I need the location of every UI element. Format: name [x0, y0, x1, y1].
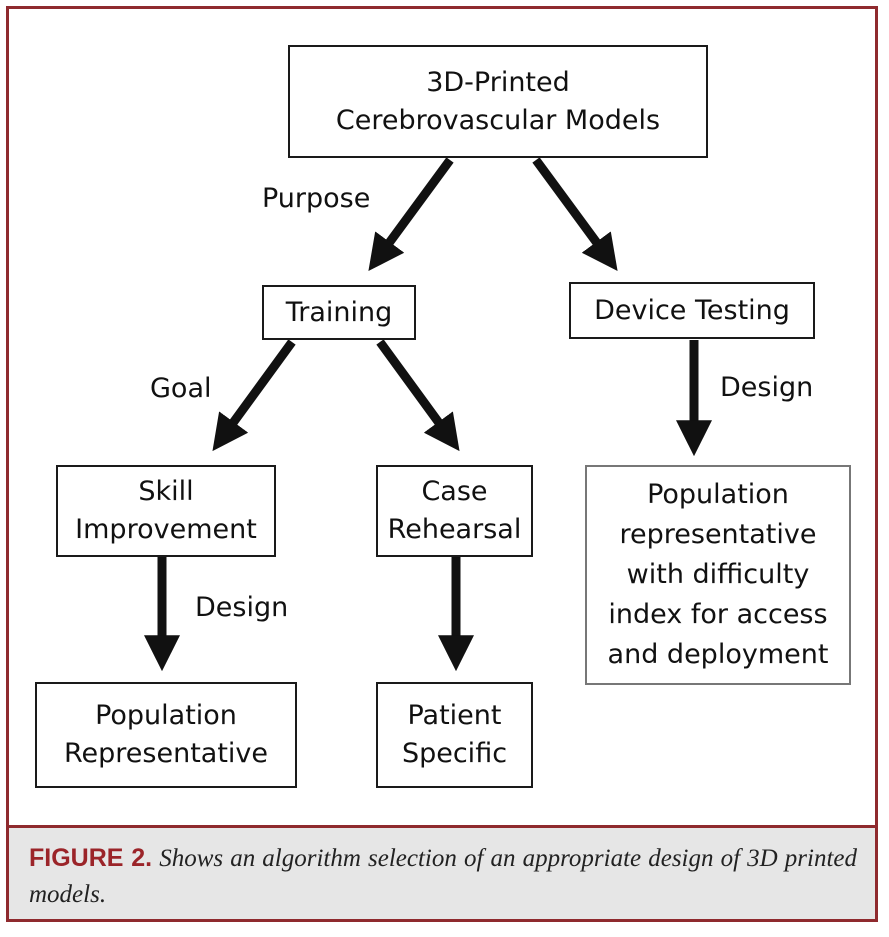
node-case-line-1: Case [421, 476, 488, 507]
node-population-representative-device: Population representative with difficult… [585, 465, 851, 685]
edge-label-design-device: Design [720, 372, 814, 403]
node-device-testing: Device Testing [569, 282, 815, 339]
edge-label-purpose: Purpose [262, 183, 371, 214]
edge-label-goal: Goal [150, 373, 212, 404]
node-root: 3D-Printed Cerebrovascular Models [288, 45, 708, 158]
node-patient-specific: Patient Specific [376, 682, 533, 788]
arrow-training-to-case [376, 339, 460, 452]
node-training: Training [262, 285, 416, 340]
edge-label-design-skill: Design [195, 592, 289, 623]
caption-body: Shows an algorithm selection of an appro… [29, 845, 857, 908]
node-root-line-2: Cerebrovascular Models [335, 104, 661, 136]
arrow-root-to-training [368, 157, 454, 272]
node-patient-line-1: Patient [407, 700, 502, 731]
node-pop-line-2: Representative [63, 738, 269, 769]
node-device-pop-line-3: with difficulty [626, 559, 810, 590]
node-population-representative: Population Representative [35, 682, 297, 788]
node-device-pop-line-5: and deployment [607, 639, 829, 670]
node-device-pop-line-2: representative [619, 519, 817, 550]
node-patient-line-2: Specific [401, 738, 508, 769]
node-skill-line-2: Improvement [75, 514, 257, 545]
arrow-root-to-device-testing [532, 157, 618, 272]
caption-text-block: FIGURE 2. Shows an algorithm selection o… [29, 840, 857, 913]
node-skill-line-1: Skill [138, 476, 194, 507]
node-skill-improvement: Skill Improvement [56, 465, 276, 557]
node-case-rehearsal: Case Rehearsal [376, 465, 533, 557]
node-training-label: Training [285, 296, 393, 328]
node-device-testing-label: Device Testing [594, 294, 790, 326]
node-device-pop-line-1: Population [647, 479, 789, 510]
node-pop-line-1: Population [95, 700, 237, 731]
figure-caption: FIGURE 2. Shows an algorithm selection o… [9, 825, 875, 919]
figure-label: FIGURE 2. [29, 844, 153, 872]
node-device-pop-line-4: index for access [608, 599, 828, 630]
arrow-training-to-skill [212, 339, 296, 452]
node-root-line-1: 3D-Printed [426, 66, 570, 98]
node-case-line-2: Rehearsal [387, 514, 522, 545]
